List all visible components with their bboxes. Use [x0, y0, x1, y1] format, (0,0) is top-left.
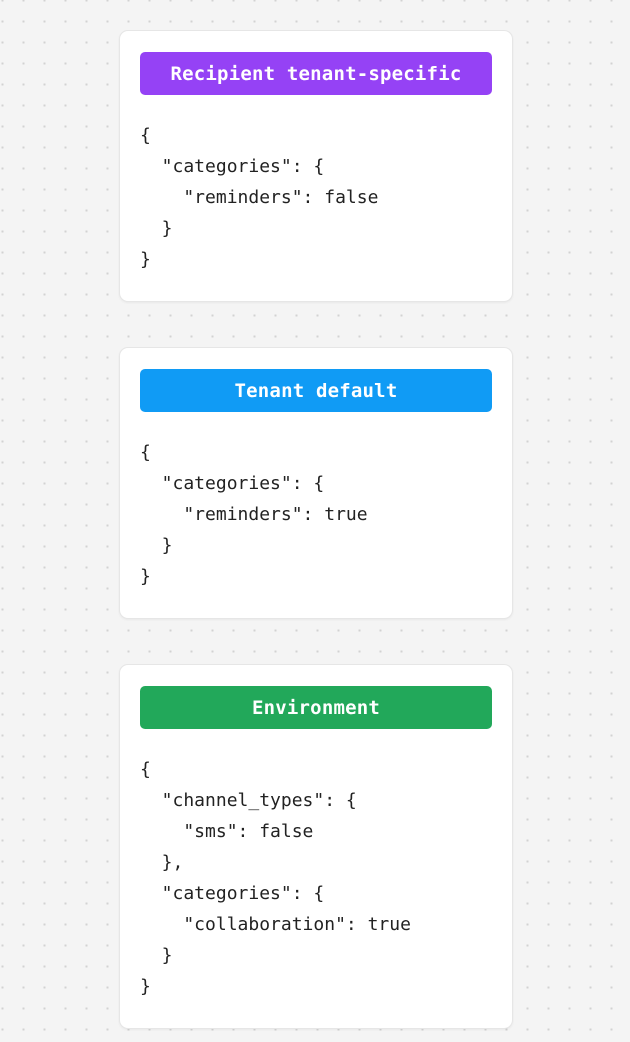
card-tenant-default: Tenant default { "categories": { "remind…	[119, 347, 513, 619]
card-code-tenant-default: { "categories": { "reminders": true } }	[140, 442, 368, 587]
card-environment: Environment { "channel_types": { "sms": …	[119, 664, 513, 1029]
card-code-recipient-tenant-specific: { "categories": { "reminders": false } }	[140, 125, 379, 270]
preference-layer-stack: Recipient tenant-specific { "categories"…	[119, 30, 513, 1029]
card-header-badge-environment: Environment	[140, 686, 492, 729]
card-code-environment: { "channel_types": { "sms": false }, "ca…	[140, 759, 411, 997]
card-header-badge-tenant-default: Tenant default	[140, 369, 492, 412]
card-recipient-tenant-specific: Recipient tenant-specific { "categories"…	[119, 30, 513, 302]
card-header-badge-recipient-tenant-specific: Recipient tenant-specific	[140, 52, 492, 95]
